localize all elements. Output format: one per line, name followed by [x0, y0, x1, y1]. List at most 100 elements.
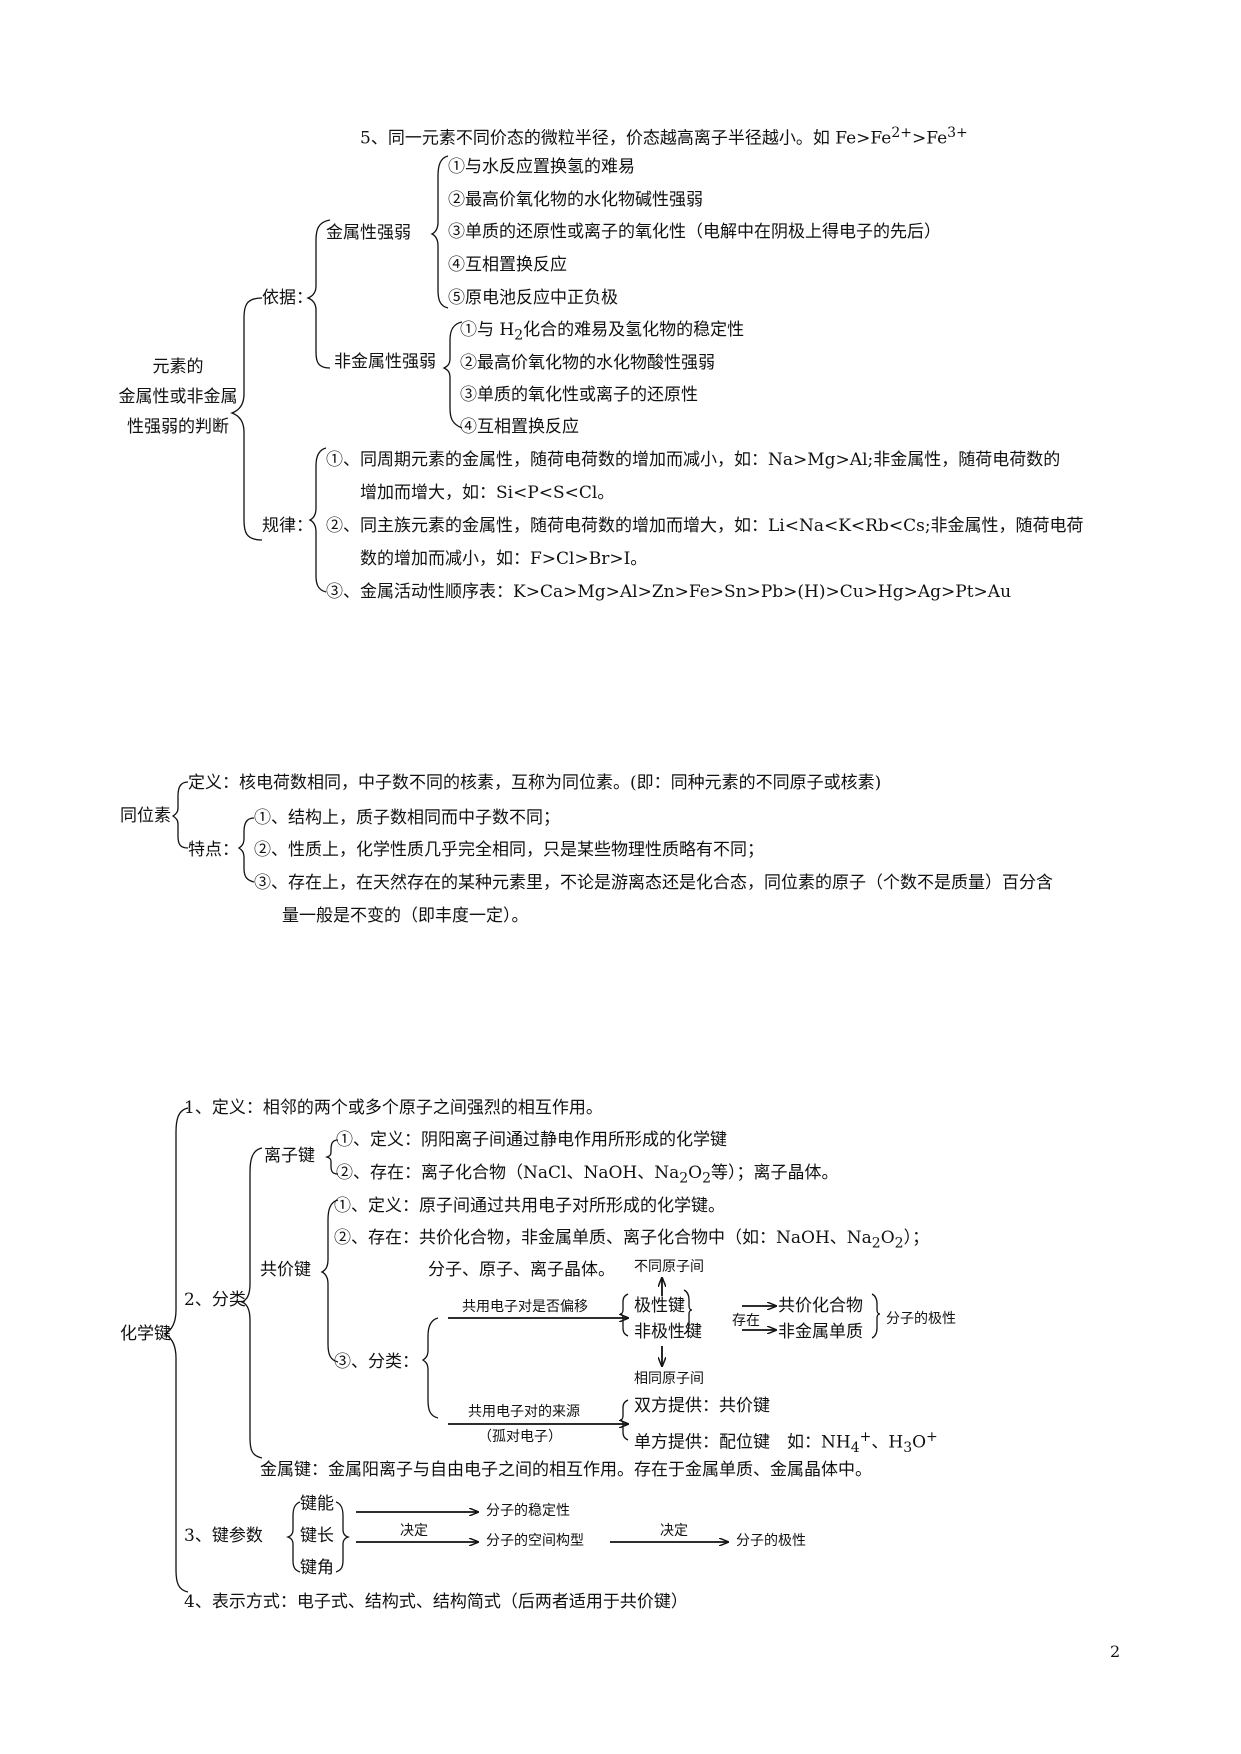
metallic-bond: 金属键：金属阳离子与自由电子之间的相互作用。存在于金属单质、金属晶体中。	[260, 1460, 872, 1480]
mol-polarity-2: 分子的极性	[736, 1533, 806, 1549]
one-provide-p2: +	[926, 1429, 938, 1445]
bond-item-3: 3、键参数	[184, 1526, 263, 1546]
note-5-mid: >Fe	[911, 128, 948, 149]
brace-params-right	[335, 1501, 351, 1573]
cov-class: ③、分类：	[334, 1352, 419, 1372]
decide-1: 决定	[400, 1523, 428, 1539]
param-energy: 键能	[300, 1494, 334, 1514]
cov-exist-s1: 2	[871, 1235, 881, 1252]
param-angle: 键角	[300, 1558, 334, 1578]
brace-params	[285, 1501, 301, 1573]
rule-1-line-2: 增加而增大，如：Si<P<S<Cl。	[360, 483, 615, 503]
ionic-exist-c: 等）；离子晶体。	[711, 1163, 839, 1183]
brace-exist	[683, 1289, 693, 1335]
metal-item-5: ⑤原电池反应中正负极	[448, 288, 618, 308]
mol-polarity: 分子的极性	[886, 1311, 956, 1327]
ionic-exist: ②、存在：离子化合物（NaCl、NaOH、Na2O2等）；离子晶体。	[336, 1163, 839, 1187]
bond-item-2: 2、分类	[184, 1290, 246, 1310]
nonmetal-item-1-sub: 2	[514, 327, 524, 344]
ionic-exist-s1: 2	[679, 1170, 689, 1187]
basis-label: 依据：	[262, 288, 313, 308]
brace-metal	[430, 155, 449, 309]
one-provide-s2: 3	[903, 1440, 913, 1457]
param-length: 键长	[300, 1526, 334, 1546]
brace-features	[237, 817, 255, 883]
isotope-feature-3: ③、存在上，在天然存在的某种元素里，不论是游离态还是化合态，同位素的原子（个数不…	[254, 873, 1053, 893]
nonmetal-item-1-a: ①与 H	[460, 320, 515, 340]
cov-exist-2: 分子、原子、离子晶体。	[428, 1260, 615, 1280]
decide-2: 决定	[660, 1523, 688, 1539]
brace-nonmetal	[442, 321, 463, 429]
isotope-feature-2: ②、性质上，化学性质几乎完全相同，只是某些物理性质略有不同；	[254, 840, 764, 860]
one-provide-c: O	[912, 1432, 927, 1453]
brace-isotope	[171, 781, 189, 849]
note-5-sup1: 2+	[891, 125, 912, 141]
nonmetal-item-3: ③单质的氧化性或离子的还原性	[460, 385, 698, 405]
one-provide-b: 、H	[871, 1432, 904, 1453]
one-provide-p1: +	[859, 1429, 872, 1445]
covalent-label: 共价键	[260, 1260, 311, 1280]
bond-item-4: 4、表示方式：电子式、结构式、结构简式（后两者适用于共价键）	[184, 1592, 688, 1612]
brace-basis	[306, 219, 331, 369]
nonpolar-bond: 非极性键	[634, 1322, 702, 1342]
metal-item-2: ②最高价氧化物的水化物碱性强弱	[448, 190, 703, 210]
root-line-3: 性强弱的判断	[127, 417, 229, 437]
cov-exist-c: ）；	[903, 1228, 930, 1248]
bond-item-1: 1、定义：相邻的两个或多个原子之间强烈的相互作用。	[184, 1098, 603, 1118]
ionic-exist-s2: 2	[702, 1170, 712, 1187]
nonmetal-item-1: ①与 H2化合的难易及氢化物的稳定性	[460, 320, 745, 344]
brace-ionic	[324, 1139, 339, 1175]
shift-label: 共用电子对是否偏移	[462, 1299, 588, 1315]
cov-exist-a: ②、存在：共价化合物，非金属单质、离子化合物中（如：NaOH、Na	[334, 1228, 872, 1248]
nonmetal-simple: 非金属单质	[778, 1322, 863, 1342]
note-5-main: 5、同一元素不同价态的微粒半径，价态越高离子半径越小。如 Fe>Fe	[360, 128, 892, 149]
cov-def: ①、定义：原子间通过共用电子对所形成的化学键。	[334, 1196, 725, 1216]
both-provide: 双方提供：共价键	[634, 1396, 770, 1416]
ionic-label: 离子键	[264, 1146, 315, 1166]
ionic-exist-b: O	[688, 1163, 703, 1183]
root-line-1: 元素的	[152, 357, 204, 377]
nonmetal-item-4: ④互相置换反应	[460, 417, 579, 437]
metal-label: 金属性强弱	[326, 223, 411, 243]
isotope-root: 同位素	[120, 806, 171, 826]
stability: 分子的稳定性	[486, 1503, 570, 1519]
nonmetal-item-1-b: 化合的难易及氢化物的稳定性	[523, 320, 745, 340]
rule-3: ③、金属活动性顺序表：K>Ca>Mg>Al>Zn>Fe>Sn>Pb>(H)>Cu…	[326, 582, 1012, 602]
note-5-sup2: 3+	[947, 125, 968, 141]
cov-compound: 共价化合物	[778, 1296, 863, 1316]
note-5: 5、同一元素不同价态的微粒半径，价态越高离子半径越小。如 Fe>Fe2+>Fe3…	[360, 126, 968, 148]
cov-exist-b: O	[880, 1228, 895, 1248]
exist-word: 存在	[732, 1313, 760, 1329]
bond-root: 化学键	[120, 1324, 171, 1344]
brace-class	[240, 1147, 263, 1459]
nonmetal-label: 非金属性强弱	[334, 352, 436, 372]
isotope-feature-3-cont: 量一般是不变的（即丰度一定）。	[282, 906, 529, 926]
rule-2-line-2: 数的增加而减小，如：F>Cl>Br>I。	[360, 549, 648, 569]
brace-cov-class	[421, 1317, 439, 1419]
diff-atoms: 不同原子间	[634, 1259, 704, 1275]
brace-bond	[163, 1107, 189, 1593]
brace-polar	[619, 1293, 629, 1337]
geometry: 分子的空间构型	[486, 1533, 584, 1549]
cov-exist: ②、存在：共价化合物，非金属单质、离子化合物中（如：NaOH、Na2O2）；	[334, 1228, 930, 1252]
polar-bond: 极性键	[634, 1296, 685, 1316]
brace-root	[230, 297, 263, 541]
metal-item-4: ④互相置换反应	[448, 255, 567, 275]
rule-1-line-1: ①、同周期元素的金属性，随荷电荷数的增加而减小，如：Na>Mg>Al;非金属性，…	[326, 450, 1061, 470]
isotope-definition: 定义：核电荷数相同，中子数不同的核素，互称为同位素。(即：同种元素的不同原子或核…	[188, 773, 882, 793]
rule-2-line-1: ②、同主族元素的金属性，随荷电荷数的增加而增大，如：Li<Na<K<Rb<Cs;…	[326, 516, 1084, 536]
metal-item-1: ①与水反应置换氢的难易	[448, 157, 635, 177]
same-atoms: 相同原子间	[634, 1371, 704, 1387]
brace-rules	[308, 447, 327, 593]
isotope-feature-1: ①、结构上，质子数相同而中子数不同；	[254, 808, 560, 828]
metal-item-3: ③单质的还原性或离子的氧化性（电解中在阴极上得电子的先后）	[448, 222, 941, 242]
source-label: 共用电子对的来源	[468, 1404, 580, 1420]
root-topic: 元素的 金属性或非金属 性强弱的判断	[112, 352, 244, 442]
cov-exist-s2: 2	[894, 1235, 904, 1252]
brace-mol-polarity	[871, 1293, 881, 1339]
nonmetal-item-2: ②最高价氧化物的水化物酸性强弱	[460, 353, 715, 373]
page-number: 2	[1110, 1642, 1121, 1661]
ionic-def: ①、定义：阴阳离子间通过静电作用所形成的化学键	[336, 1130, 727, 1150]
